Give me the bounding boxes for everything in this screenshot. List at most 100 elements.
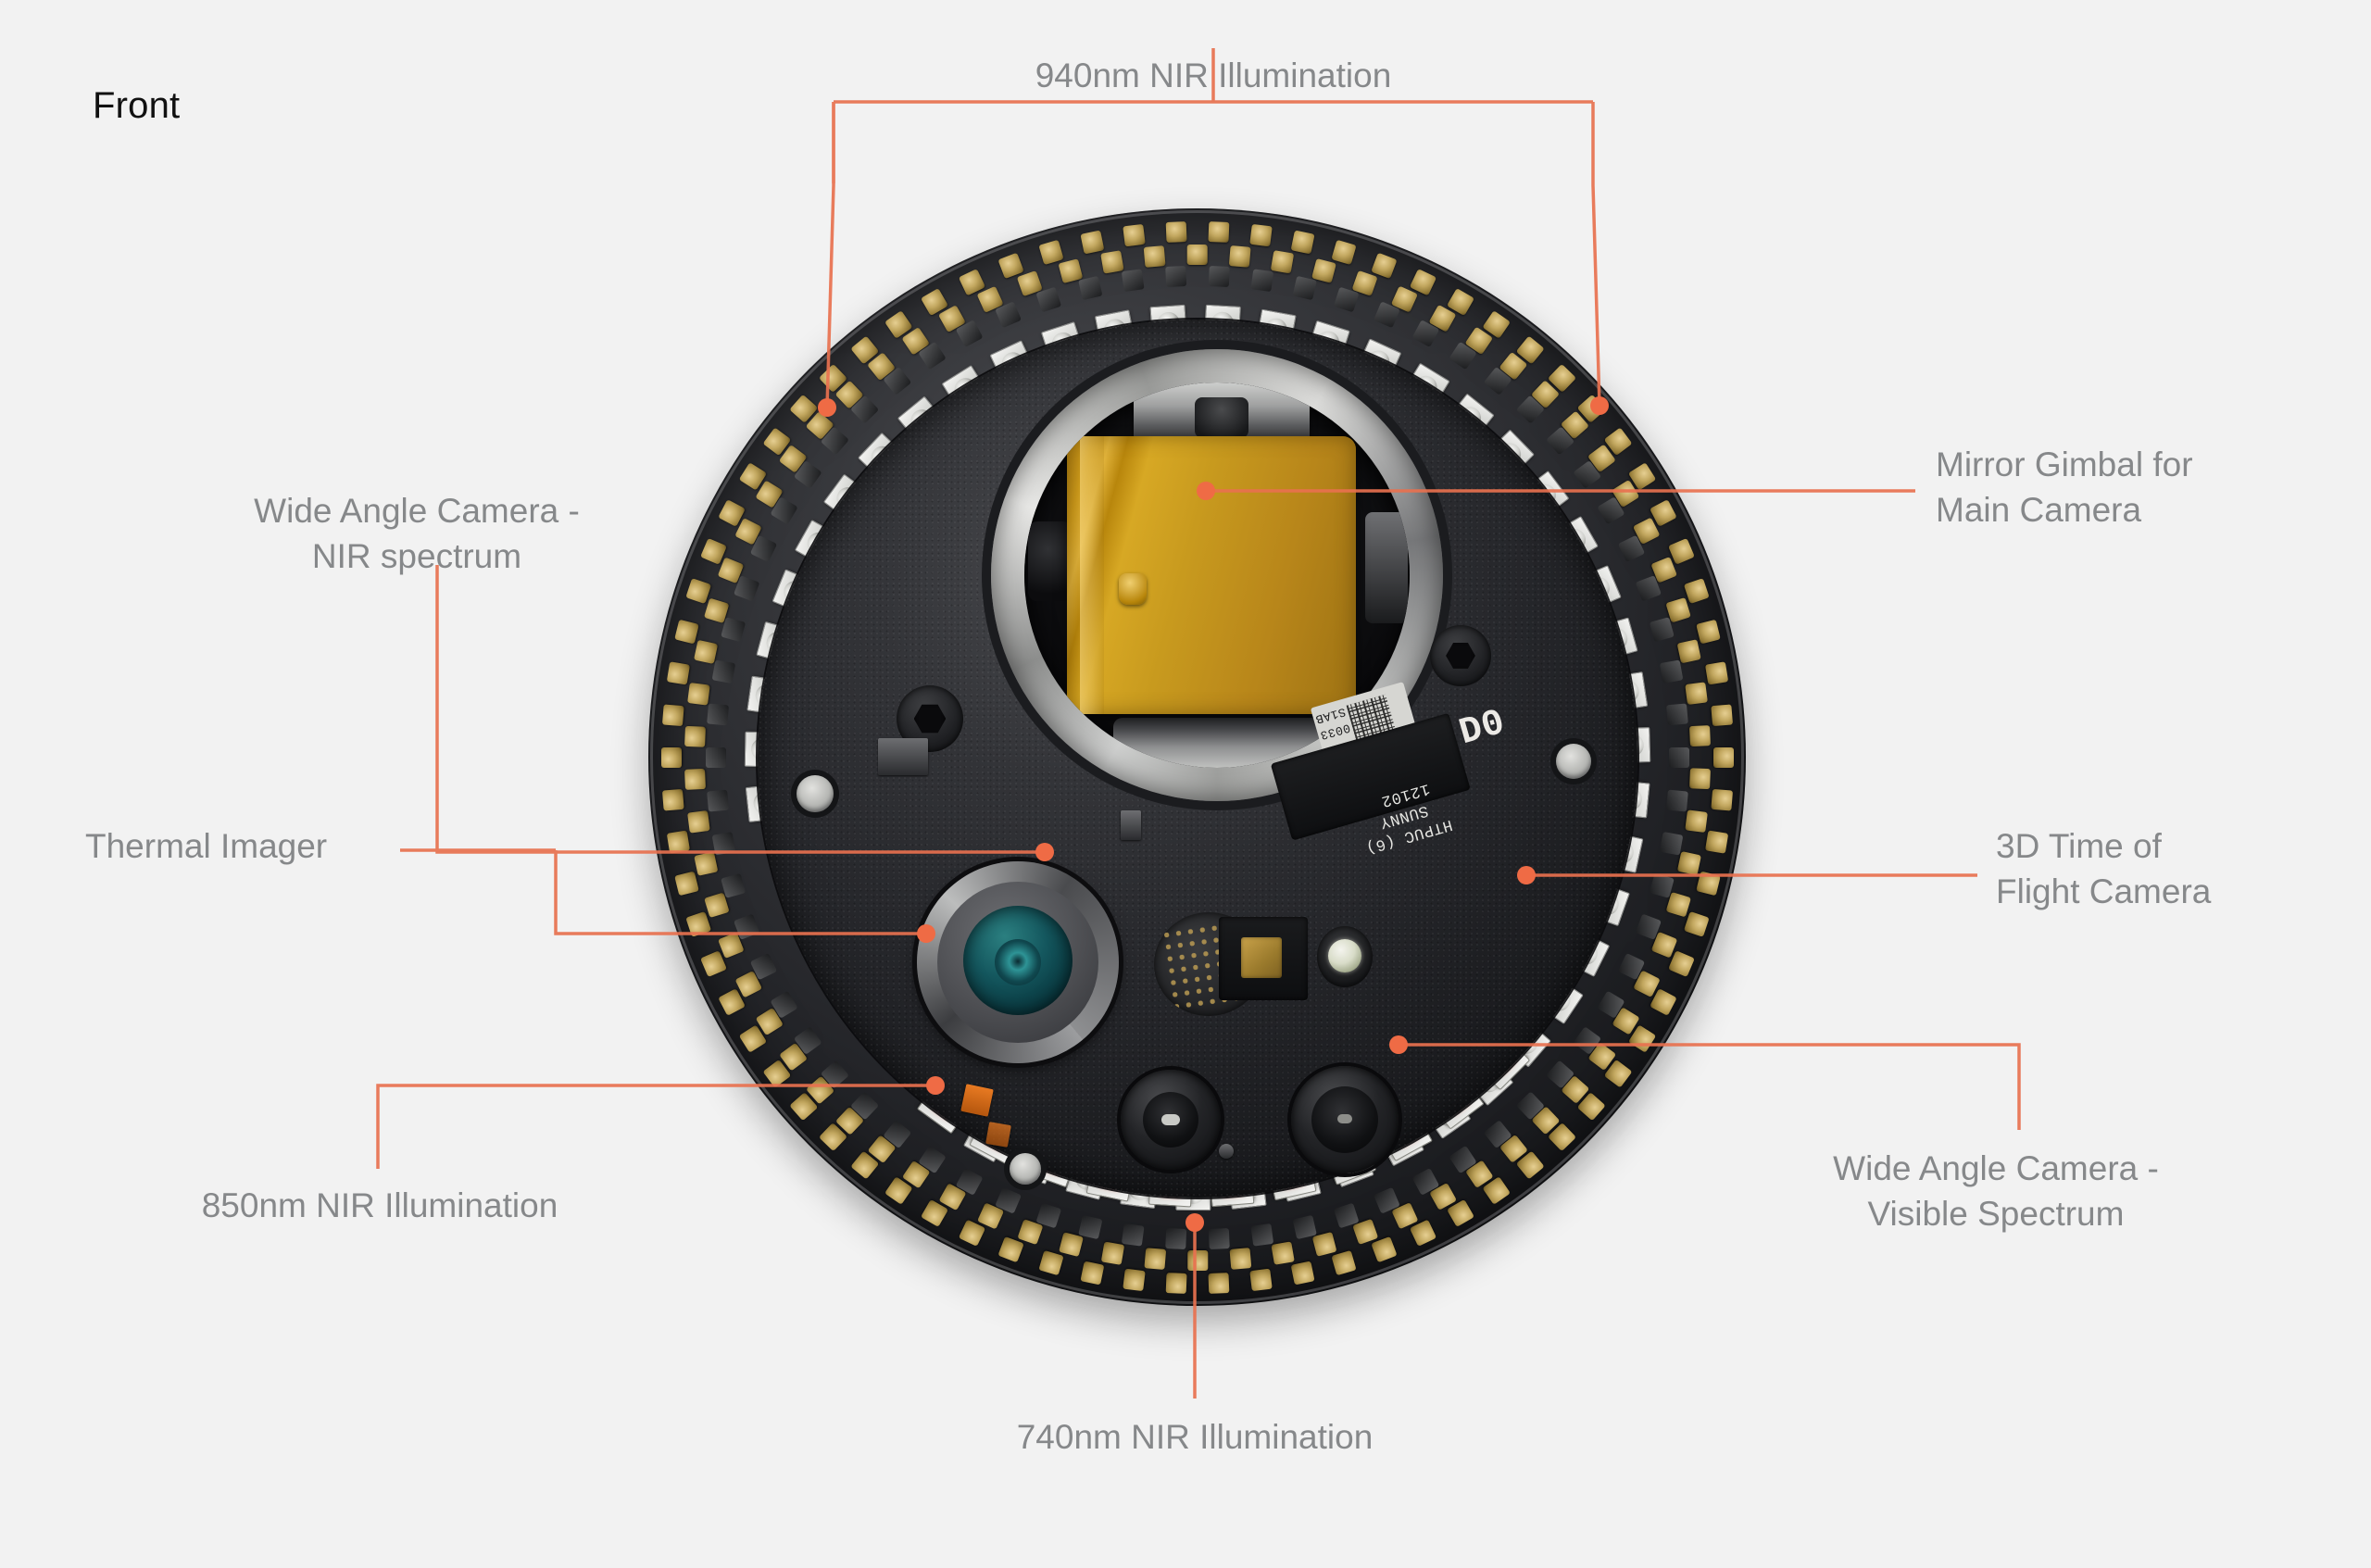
outer-gold-pad-package <box>1695 871 1721 896</box>
outer-gold-pad-package <box>684 910 711 937</box>
outer-gold-pad-package <box>1165 220 1187 243</box>
outer-gold-pad-package <box>1676 638 1701 663</box>
mirror-edge-highlight <box>1080 436 1104 714</box>
inner-dark-pad-package <box>1333 286 1360 312</box>
outer-gold-pad-package <box>976 285 1004 313</box>
outer-gold-pad-package <box>1446 287 1474 316</box>
inner-dark-pad-package <box>1292 1214 1317 1239</box>
inner-dark-pad-package <box>1659 831 1683 856</box>
outer-gold-pad-package <box>738 1023 767 1053</box>
inner-dark-pad-package <box>1121 268 1145 292</box>
outer-gold-pad-package <box>761 1059 791 1088</box>
outer-gold-pad-package <box>1122 223 1146 246</box>
sensor-housing-plate: S1AB 0033 12102 SUNNY HTPUC (6) D0 <box>758 320 1637 1198</box>
outer-gold-pad-package <box>1370 252 1398 279</box>
outer-gold-pad-package <box>1704 829 1728 854</box>
outer-gold-pad-package <box>1611 1006 1640 1035</box>
outer-gold-pad-package <box>755 1007 784 1035</box>
inner-dark-pad-package <box>705 746 726 768</box>
inner-dark-pad-package <box>1596 990 1625 1019</box>
gimbal-bearing-right <box>1365 512 1408 623</box>
outer-gold-pad-package <box>754 479 784 508</box>
inner-dark-pad-package <box>1164 1227 1186 1249</box>
outer-gold-pad-package <box>1016 1218 1043 1245</box>
outer-gold-pad-package <box>920 287 948 316</box>
outer-gold-pad-package <box>703 597 729 623</box>
outer-gold-pad-package <box>734 970 762 997</box>
outer-gold-pad-package <box>1649 498 1677 527</box>
outer-gold-pad-package <box>818 363 847 393</box>
visible-camera-glint <box>1337 1114 1352 1123</box>
inner-dark-pad-package <box>1515 1090 1545 1120</box>
outer-gold-pad-package <box>1560 1074 1589 1104</box>
outer-gold-pad-package <box>1611 479 1639 508</box>
outer-gold-pad-package <box>1165 1272 1187 1294</box>
inner-dark-pad-package <box>917 1145 947 1173</box>
callout-wide-angle-visible: Wide Angle Camera - Visible Spectrum <box>1833 1149 2159 1233</box>
outer-gold-pad-package <box>1627 1023 1656 1053</box>
inner-dark-pad-package <box>1545 425 1574 455</box>
outer-gold-pad-package <box>717 931 745 959</box>
outer-gold-pad-package <box>1650 931 1677 959</box>
outer-gold-pad-package <box>818 1122 847 1151</box>
outer-gold-pad-package <box>1409 1219 1436 1247</box>
inner-dark-pad-package <box>706 702 729 725</box>
outer-gold-pad-package <box>1530 379 1560 408</box>
inner-dark-pad-package <box>1572 459 1601 489</box>
inner-dark-pad-package <box>955 1167 984 1196</box>
outer-gold-pad-package <box>900 326 930 356</box>
outer-gold-pad-package <box>1037 239 1064 265</box>
inner-dark-pad-package <box>1077 275 1102 300</box>
inner-dark-pad-package <box>711 659 735 684</box>
outer-gold-pad-package <box>866 351 896 381</box>
outer-gold-pad-package <box>1683 910 1710 937</box>
outer-gold-pad-package <box>684 577 711 604</box>
outer-gold-pad-package <box>699 949 727 977</box>
inner-dark-pad-package <box>720 872 746 898</box>
inner-dark-pad-package <box>1635 913 1662 940</box>
outer-gold-pad-package <box>1370 1236 1398 1262</box>
inner-dark-pad-package <box>1483 366 1512 395</box>
gimbal-bearing-left <box>1028 521 1073 601</box>
outer-gold-pad-package <box>778 1042 808 1071</box>
outer-gold-pad-package <box>1207 220 1229 243</box>
inner-dark-pad-package <box>706 789 729 812</box>
outer-gold-pad-package <box>1143 1247 1166 1270</box>
outer-gold-pad-package <box>684 725 706 747</box>
outer-gold-pad-package <box>1100 1241 1124 1265</box>
outer-gold-pad-package <box>1547 363 1576 393</box>
inner-dark-pad-package <box>849 395 879 424</box>
thermal-imager-lens <box>917 861 1119 1063</box>
outer-gold-pad-package <box>660 746 682 768</box>
inner-dark-pad-package <box>720 616 746 642</box>
outer-gold-pad-package <box>1576 394 1606 423</box>
outer-gold-pad-package <box>1428 304 1456 332</box>
outer-gold-pad-package <box>1122 1268 1146 1291</box>
outer-gold-pad-package <box>1547 1122 1576 1151</box>
outer-gold-pad-package <box>1649 987 1677 1016</box>
outer-gold-pad-package <box>661 703 684 726</box>
inner-dark-pad-package <box>820 425 849 455</box>
outer-gold-pad-package <box>1229 1247 1251 1270</box>
outer-gold-pad-package <box>1650 556 1677 583</box>
outer-gold-pad-package <box>1603 426 1633 456</box>
outer-gold-pad-package <box>1667 537 1695 565</box>
outer-gold-pad-package <box>738 461 767 491</box>
inner-dark-pad-package <box>1483 1119 1512 1148</box>
inner-dark-pad-package <box>1649 872 1675 898</box>
outer-gold-pad-package <box>937 304 966 332</box>
outer-gold-pad-package <box>1667 949 1695 977</box>
outer-gold-pad-package <box>1446 1198 1474 1227</box>
outer-gold-pad-package <box>805 410 834 440</box>
outer-gold-pad-package <box>1290 1261 1315 1285</box>
outer-gold-pad-package <box>1248 223 1273 246</box>
callout-740nm-nir: 740nm NIR Illumination <box>1016 1418 1374 1456</box>
outer-gold-pad-package <box>1311 1231 1337 1257</box>
outer-gold-pad-package <box>693 639 718 664</box>
inner-dark-pad-package <box>1665 702 1688 725</box>
mount-hole-bottom <box>1010 1153 1041 1185</box>
orange-marker-b <box>985 1122 1011 1148</box>
outer-gold-pad-package <box>1515 335 1545 364</box>
inner-dark-pad-package <box>1617 534 1645 562</box>
outer-gold-pad-package <box>1498 351 1527 381</box>
